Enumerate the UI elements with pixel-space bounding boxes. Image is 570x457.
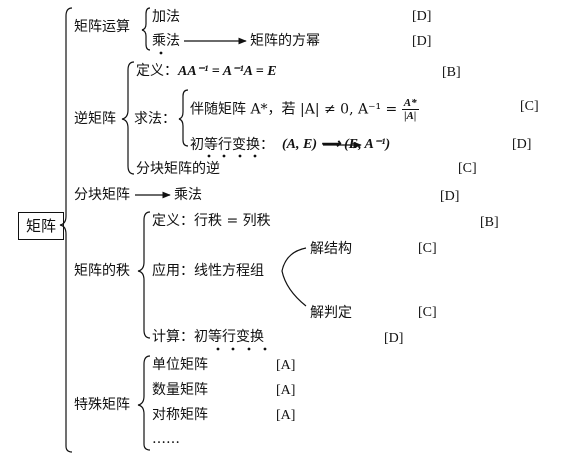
node-etc: …… [152,431,180,447]
tag-fenkuai-ni: [C] [458,161,477,176]
node-yingyong: 应用：线性方程组 [152,263,264,279]
tag-duicheng: [A] [276,408,296,423]
teshu-brace [137,355,151,451]
node-chudeng-formula: (A, E) ⟶ (E, A⁻¹) [282,137,391,152]
tag-chudeng: [D] [512,137,532,152]
tag-danwei: [A] [276,358,296,373]
node-jiegou: 解结构 [310,241,352,257]
node-chengfa-target: 矩阵的方幂 [250,33,320,49]
tag-shuliang: [A] [276,383,296,398]
tag-jiegou: [C] [418,241,437,256]
yunsuan-brace [141,7,151,51]
node-danwei: 单位矩阵 [152,357,208,373]
node-duicheng: 对称矩阵 [152,407,208,423]
node-fenkuai-ni: 分块矩阵的逆 [136,161,220,177]
tag-fenkuai: [D] [440,189,460,204]
tag-dingyi-ni: [B] [442,65,461,80]
node-zhi: 矩阵的秩 [74,263,130,279]
node-chengfa: 乘法 [152,33,180,49]
ni-brace [121,61,135,175]
yingyong-split [281,247,307,307]
tag-dingyi-zhi: [B] [480,215,499,230]
tag-bansui: [C] [520,99,539,114]
qiufa-brace [178,89,189,147]
tag-chengfa: [D] [412,34,432,49]
emphasis-dots [159,51,267,351]
node-qiufa: 求法： [134,111,176,127]
node-panding: 解判定 [310,305,352,321]
tag-panding: [C] [418,305,437,320]
node-fenkuai-target: 乘法 [174,187,202,203]
tag-jiafa: [D] [412,9,432,24]
node-teshu: 特殊矩阵 [74,397,130,413]
tag-jisuan: [D] [384,331,404,346]
node-jisuan: 计算：初等行变换 [152,329,264,345]
node-bansui: 伴随矩阵 A*，若 |A| ≠ 0, A⁻¹ = A*|A| [190,97,419,122]
zhi-brace [137,211,151,339]
node-chudeng: 初等行变换： [190,137,274,153]
root-node: 矩阵 [18,212,64,240]
node-dingyi-ni: 定义：AA⁻¹ = A⁻¹A = E [136,63,277,79]
node-ni-juzhen: 逆矩阵 [74,111,116,127]
root-brace [59,7,73,453]
node-shuliang: 数量矩阵 [152,382,208,398]
node-dingyi-zhi: 定义：行秩 = 列秩 [152,213,271,229]
node-fenkuai: 分块矩阵 [74,187,130,203]
bansui-fraction: A*|A| [401,97,419,122]
node-jiafa: 加法 [152,9,180,25]
node-juzhen-yunsuan: 矩阵运算 [74,19,130,35]
